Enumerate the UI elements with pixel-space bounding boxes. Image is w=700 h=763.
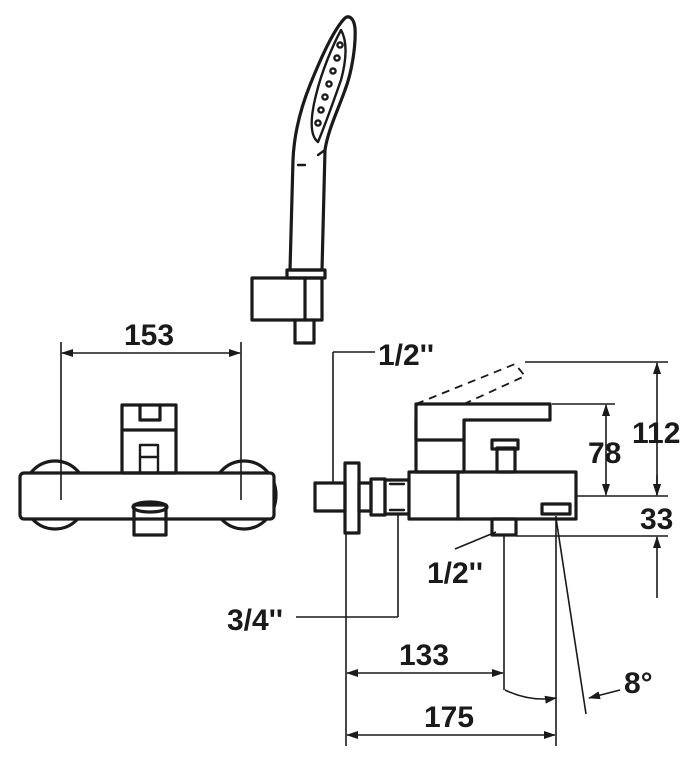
label-depth-total: 175 [424, 701, 474, 734]
label-height-lever: 78 [588, 437, 621, 470]
faucet-side-view [313, 362, 578, 537]
label-width-front: 153 [124, 319, 174, 352]
label-thread-wall: 3/4'' [227, 604, 283, 637]
label-thread-inlet-top: 1/2'' [378, 339, 434, 372]
dimension-width-front: 153 [60, 319, 242, 500]
shower-nozzles [314, 41, 344, 127]
dimension-angle: 8° [504, 517, 653, 715]
dimension-depths: 133 175 [345, 516, 557, 746]
dimension-heights: 112 78 33 [516, 361, 680, 598]
label-height-spout: 33 [640, 503, 673, 536]
hand-shower [285, 15, 357, 280]
label-depth-outlet: 133 [399, 639, 449, 672]
dimension-thread-outlet-bottom: 1/2'' [427, 531, 497, 590]
label-thread-outlet-bottom: 1/2'' [427, 557, 483, 590]
dimension-thread-inlet-top: 1/2'' [332, 339, 434, 482]
label-angle-lever: 8° [624, 667, 653, 700]
label-height-total: 112 [632, 417, 680, 450]
faucet-front-view [18, 403, 278, 537]
wall-holder [250, 276, 324, 345]
dimension-thread-wall: 3/4'' [227, 515, 399, 637]
